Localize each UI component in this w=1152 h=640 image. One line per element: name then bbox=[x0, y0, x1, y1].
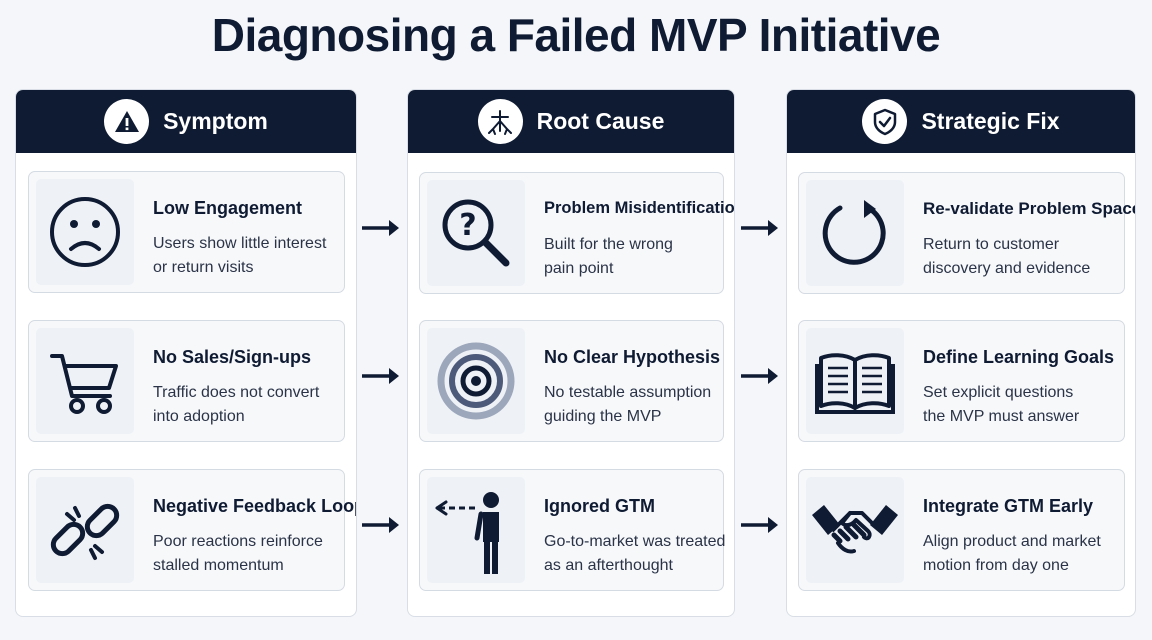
card-desc-line: as an afterthought bbox=[544, 557, 673, 574]
card-desc-line: Set explicit questions bbox=[923, 384, 1074, 401]
card-desc-line: No testable assumption bbox=[544, 384, 712, 401]
arrow-icon bbox=[362, 368, 399, 384]
card-description: Align product and market motion from day… bbox=[923, 530, 1123, 578]
card-desc-line: guiding the MVP bbox=[544, 408, 662, 425]
card-title: Negative Feedback Loop bbox=[153, 496, 357, 516]
card-desc-line: the MVP must answer bbox=[923, 408, 1080, 425]
card-no-sales: No Sales/Sign-ups Traffic does not conve… bbox=[28, 320, 345, 442]
card-title: Ignored GTM bbox=[544, 496, 655, 516]
card-description: Traffic does not convert into adoption bbox=[153, 381, 353, 429]
svg-text:?: ? bbox=[459, 208, 476, 243]
arrow-icon bbox=[741, 368, 778, 384]
broken-link-icon bbox=[36, 477, 134, 583]
strategic-fix-header-label: Strategic Fix bbox=[921, 108, 1060, 134]
card-no-clear-hypothesis: No Clear Hypothesis No testable assumpti… bbox=[419, 320, 724, 442]
card-desc-line: Go-to-market was treated bbox=[544, 533, 726, 550]
blurry-target-icon bbox=[427, 328, 525, 434]
root-cause-column: Root Cause ? Problem Misidentification B… bbox=[407, 89, 735, 617]
root-cause-header: Root Cause bbox=[408, 90, 734, 153]
card-title: Define Learning Goals bbox=[923, 347, 1115, 367]
symptom-header: Symptom bbox=[16, 90, 356, 153]
card-title: Low Engagement bbox=[153, 198, 303, 218]
card-ignored-gtm: Ignored GTM Go-to-market was treated as … bbox=[419, 469, 725, 591]
card-desc-line: motion from day one bbox=[923, 557, 1069, 574]
card-description: No testable assumption guiding the MVP bbox=[544, 381, 734, 429]
card-desc-line: Built for the wrong bbox=[544, 236, 673, 253]
strategic-fix-column: Strategic Fix Re-validate Problem Space … bbox=[786, 89, 1136, 617]
refresh-icon bbox=[806, 180, 904, 286]
card-desc-line: stalled momentum bbox=[153, 557, 284, 574]
card-description: Poor reactions reinforce stalled momentu… bbox=[153, 530, 353, 578]
card-desc-line: Poor reactions reinforce bbox=[153, 533, 323, 550]
card-desc-line: pain point bbox=[544, 260, 614, 277]
card-description: Return to customer discovery and evidenc… bbox=[923, 233, 1123, 281]
arrow-icon bbox=[741, 220, 778, 236]
card-description: Go-to-market was treated as an afterthou… bbox=[544, 530, 734, 578]
card-title: No Clear Hypothesis bbox=[544, 347, 721, 367]
card-desc-line: Traffic does not convert bbox=[153, 384, 320, 401]
card-integrate-gtm: Integrate GTM Early Align product and ma… bbox=[798, 469, 1125, 591]
card-revalidate-problem: Re-validate Problem Space Return to cust… bbox=[798, 172, 1135, 294]
warning-icon bbox=[104, 99, 150, 144]
card-negative-feedback: Negative Feedback Loop Poor reactions re… bbox=[28, 469, 356, 591]
card-title: No Sales/Sign-ups bbox=[153, 347, 312, 367]
sad-face-icon bbox=[36, 179, 134, 285]
shopping-cart-icon bbox=[36, 328, 134, 434]
card-define-learning-goals: Define Learning Goals Set explicit quest… bbox=[798, 320, 1125, 442]
card-low-engagement: Low Engagement Users show little interes… bbox=[28, 171, 345, 293]
card-desc-line: into adoption bbox=[153, 408, 245, 425]
roots-icon bbox=[477, 99, 523, 144]
open-book-icon bbox=[806, 328, 904, 434]
card-description: Built for the wrong pain point bbox=[544, 233, 734, 281]
card-desc-line: Return to customer bbox=[923, 236, 1060, 253]
arrow-icon bbox=[362, 220, 399, 236]
card-description: Set explicit questions the MVP must answ… bbox=[923, 381, 1123, 429]
person-looking-away-icon bbox=[427, 477, 525, 583]
card-description: Users show little interest or return vis… bbox=[153, 232, 353, 280]
arrow-icon bbox=[362, 517, 399, 533]
card-title: Integrate GTM Early bbox=[923, 496, 1094, 516]
card-desc-line: or return visits bbox=[153, 259, 254, 276]
shield-check-icon bbox=[862, 99, 908, 144]
magnifier-question-icon: ? bbox=[427, 180, 525, 286]
card-desc-line: Users show little interest bbox=[153, 235, 327, 252]
root-cause-header-label: Root Cause bbox=[536, 108, 665, 134]
handshake-icon bbox=[806, 477, 904, 583]
symptom-column: Symptom Low Engagement Users show little… bbox=[15, 89, 357, 617]
card-desc-line: discovery and evidence bbox=[923, 260, 1091, 277]
strategic-fix-header: Strategic Fix bbox=[787, 90, 1135, 153]
card-title: Re-validate Problem Space bbox=[923, 199, 1136, 218]
page-title: Diagnosing a Failed MVP Initiative bbox=[211, 9, 941, 61]
card-title: Problem Misidentification bbox=[544, 199, 735, 217]
card-problem-misidentification: ? Problem Misidentification Built for th… bbox=[419, 172, 734, 294]
arrow-icon bbox=[741, 517, 778, 533]
symptom-header-label: Symptom bbox=[163, 108, 268, 134]
card-desc-line: Align product and market bbox=[923, 533, 1101, 550]
